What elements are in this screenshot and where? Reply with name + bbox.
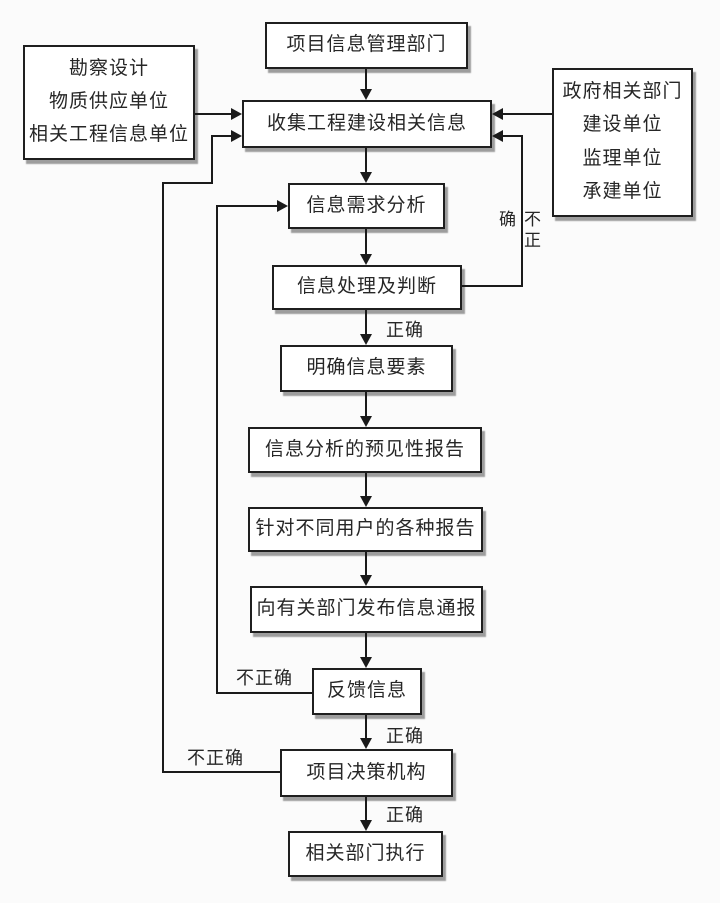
flow-line xyxy=(365,715,367,739)
flow-line xyxy=(211,135,213,184)
arrow-down-icon xyxy=(360,89,372,100)
node-execute-dept: 相关部门执行 xyxy=(288,831,443,877)
arrow-down-icon xyxy=(360,738,372,749)
node-label: 信息处理及判断 xyxy=(296,276,437,298)
node-left-sources: 勘察设计 物质供应单位 相关工程信息单位 xyxy=(23,45,195,160)
node-label: 项目信息管理部门 xyxy=(286,34,447,56)
node-label-line: 承建单位 xyxy=(582,180,663,202)
flow-line xyxy=(503,113,552,115)
node-label: 向有关部门发布信息通报 xyxy=(256,598,477,620)
node-label-line: 建设单位 xyxy=(582,114,663,136)
node-label: 收集工程建设相关信息 xyxy=(266,112,467,134)
edge-label-incorrect: 不正确 xyxy=(236,668,293,688)
flow-line xyxy=(365,552,367,576)
node-user-reports: 针对不同用户的各种报告 xyxy=(248,507,483,552)
node-label-line: 勘察设计 xyxy=(68,58,149,80)
node-label: 明确信息要素 xyxy=(306,357,427,379)
flow-line xyxy=(365,797,367,821)
flow-line xyxy=(163,771,280,773)
flow-line xyxy=(217,205,277,207)
node-clarify-elements: 明确信息要素 xyxy=(280,345,453,392)
node-right-sources: 政府相关部门 建设单位 监理单位 承建单位 xyxy=(552,68,693,217)
node-label: 信息需求分析 xyxy=(306,194,427,216)
flow-line xyxy=(365,148,367,173)
flow-line xyxy=(365,229,367,255)
flow-line xyxy=(216,205,218,694)
flow-line xyxy=(162,182,164,773)
arrow-down-icon xyxy=(360,334,372,345)
node-decision-body: 项目决策机构 xyxy=(280,749,453,797)
flow-line xyxy=(163,182,213,184)
flow-line xyxy=(365,473,367,497)
arrow-right-icon xyxy=(231,130,242,142)
node-label-line: 物质供应单位 xyxy=(48,91,169,113)
edge-label-correct: 正确 xyxy=(386,320,424,340)
arrow-down-icon xyxy=(360,820,372,831)
edge-label-incorrect: 不正确 xyxy=(187,748,244,768)
edge-label-correct: 正确 xyxy=(386,726,424,746)
node-label: 信息分析的预见性报告 xyxy=(264,438,465,460)
node-publish-bulletin: 向有关部门发布信息通报 xyxy=(250,586,483,633)
node-demand-analysis: 信息需求分析 xyxy=(288,183,445,229)
node-collect-info: 收集工程建设相关信息 xyxy=(242,100,492,148)
arrow-down-icon xyxy=(360,657,372,668)
flow-line xyxy=(365,69,367,90)
node-label-line: 政府相关部门 xyxy=(562,81,683,103)
node-label: 针对不同用户的各种报告 xyxy=(255,518,476,540)
node-label: 相关部门执行 xyxy=(305,842,426,864)
node-label: 项目决策机构 xyxy=(306,761,427,783)
arrow-down-icon xyxy=(360,416,372,427)
arrow-down-icon xyxy=(360,575,372,586)
arrow-down-icon xyxy=(360,172,372,183)
node-forecast-report: 信息分析的预见性报告 xyxy=(248,427,482,473)
arrow-right-icon xyxy=(277,200,288,212)
node-project-info-dept: 项目信息管理部门 xyxy=(265,22,468,69)
arrow-left-icon xyxy=(492,108,503,120)
flow-line xyxy=(365,392,367,417)
node-feedback-info: 反馈信息 xyxy=(312,668,422,715)
flow-line xyxy=(365,633,367,658)
node-label-line: 相关工程信息单位 xyxy=(28,124,189,146)
node-label: 反馈信息 xyxy=(326,680,407,702)
flow-line xyxy=(365,310,367,335)
flow-line xyxy=(212,135,231,137)
arrow-down-icon xyxy=(360,496,372,507)
flow-line xyxy=(462,285,523,287)
edge-label-correct: 正确 xyxy=(386,805,424,825)
flow-line xyxy=(195,113,231,115)
node-label-line: 监理单位 xyxy=(582,147,663,169)
node-processing-judgment: 信息处理及判断 xyxy=(272,265,462,310)
flow-line xyxy=(217,692,312,694)
arrow-right-icon xyxy=(231,108,242,120)
flow-line xyxy=(521,135,523,287)
flow-line xyxy=(503,135,522,137)
edge-label-incorrect: 不正确 xyxy=(496,210,540,252)
arrow-down-icon xyxy=(360,254,372,265)
arrow-left-icon xyxy=(492,130,503,142)
